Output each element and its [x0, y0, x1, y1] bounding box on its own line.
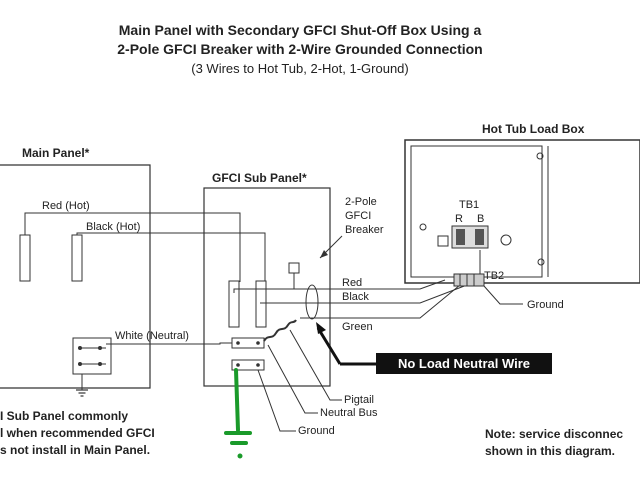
footnote-right-2: shown in this diagram.: [485, 444, 615, 458]
red-hot-label: Red (Hot): [42, 200, 90, 212]
terminal-block-tb2: [453, 273, 485, 287]
title-line-2: 2-Pole GFCI Breaker with 2-Wire Grounded…: [117, 41, 482, 57]
load-box-inner: [410, 145, 543, 278]
green-ground-marker-icon: [224, 368, 252, 459]
leader-lines: [257, 329, 342, 432]
breaker-pole-left: [228, 280, 240, 328]
ground-label: Ground: [298, 425, 335, 437]
bus-screw: [256, 363, 260, 367]
callout-text: No Load Neutral Wire: [398, 356, 530, 371]
footnote-left-2: l when recommended GFCI: [0, 426, 155, 440]
conduit-ring: [305, 284, 319, 320]
main-bus-bar-left: [19, 234, 31, 282]
tb1-r-label: R: [455, 213, 463, 225]
callout-box: [376, 353, 552, 374]
arrowhead: [316, 322, 326, 334]
tb1-label: TB1: [459, 199, 479, 211]
title-line-3: (3 Wires to Hot Tub, 2-Hot, 1-Ground): [191, 61, 408, 76]
ground-leader: [257, 369, 296, 432]
red-load-wire: [233, 279, 446, 293]
sub-panel-box: [203, 187, 331, 387]
bus-screw: [236, 341, 240, 345]
tub-ground-label: Ground: [527, 299, 564, 311]
black-load-label: Black: [342, 291, 369, 303]
neutral-screw: [98, 346, 102, 350]
white-neutral-wire: [106, 342, 240, 345]
breaker-pole-right: [255, 280, 267, 328]
breaker-label-3: Breaker: [345, 224, 384, 236]
no-load-neutral-callout: No Load Neutral Wire: [316, 322, 552, 374]
neutral-screw: [78, 346, 82, 350]
main-ground-symbol-icon: [76, 389, 88, 397]
black-hot-label: Black (Hot): [86, 221, 140, 233]
neutral-screw: [78, 362, 82, 366]
arrowhead: [320, 250, 328, 258]
hot-tub-load-box: Hot Tub Load Box TB1 R B TB2 Ground: [404, 122, 640, 311]
green-load-wire: [300, 284, 461, 319]
red-hot-wire: [24, 212, 241, 282]
load-box-outer: [404, 139, 640, 284]
mount-hole: [537, 258, 545, 266]
black-load-wire: [260, 250, 481, 304]
hot-tub-label: Hot Tub Load Box: [482, 122, 585, 136]
breaker-label-1: 2-Pole: [345, 196, 377, 208]
mount-hole: [536, 152, 544, 160]
red-load-label: Red: [342, 277, 362, 289]
ground-leader-tub: [483, 285, 523, 305]
neutral-bus-label: Neutral Bus: [320, 407, 378, 419]
neutral-screw: [98, 362, 102, 366]
main-neutral-bar: [72, 337, 112, 375]
mount-hole: [500, 234, 512, 246]
pigtail-coil: [263, 319, 297, 342]
bus-screw: [256, 341, 260, 345]
tb1-b-label: B: [477, 213, 484, 225]
footnote-left-3: s not install in Main Panel.: [0, 443, 150, 457]
pigtail-leader: [289, 329, 342, 401]
marker-dot: [237, 453, 243, 459]
load-wires: [233, 250, 481, 319]
callout-line: [316, 327, 342, 365]
terminal: [456, 229, 465, 245]
main-bus-bar-right: [71, 234, 83, 282]
terminal: [475, 229, 484, 245]
mount-hole: [419, 223, 427, 231]
green-load-label: Green: [342, 321, 373, 333]
white-neutral-label: White (Neutral): [115, 330, 189, 342]
tb2-label: TB2: [484, 270, 504, 282]
black-hot-wire: [76, 232, 266, 282]
footnote-right-1: Note: service disconnec: [485, 427, 623, 441]
ground-bus-bar: [231, 359, 265, 371]
sub-panel-label: GFCI Sub Panel*: [212, 171, 307, 185]
marker-line: [234, 368, 240, 432]
feeder-wires: [24, 212, 266, 345]
neutral-bus-bar: [231, 337, 265, 349]
main-panel-box: [0, 164, 151, 389]
breaker-label-2: GFCI: [345, 210, 371, 222]
main-panel: Main Panel*: [0, 146, 151, 397]
terminal-screw: [437, 235, 449, 247]
footnote-left-1: I Sub Panel commonly: [0, 409, 128, 423]
neutral-bus-leader: [267, 344, 318, 414]
bus-screw: [236, 363, 240, 367]
gfci-sub-panel: GFCI Sub Panel*: [203, 171, 331, 387]
pigtail-label: Pigtail: [344, 394, 374, 406]
breaker-test-button-icon: [288, 262, 300, 274]
title-line-1: Main Panel with Secondary GFCI Shut-Off …: [119, 22, 482, 38]
main-panel-label: Main Panel*: [22, 146, 90, 160]
